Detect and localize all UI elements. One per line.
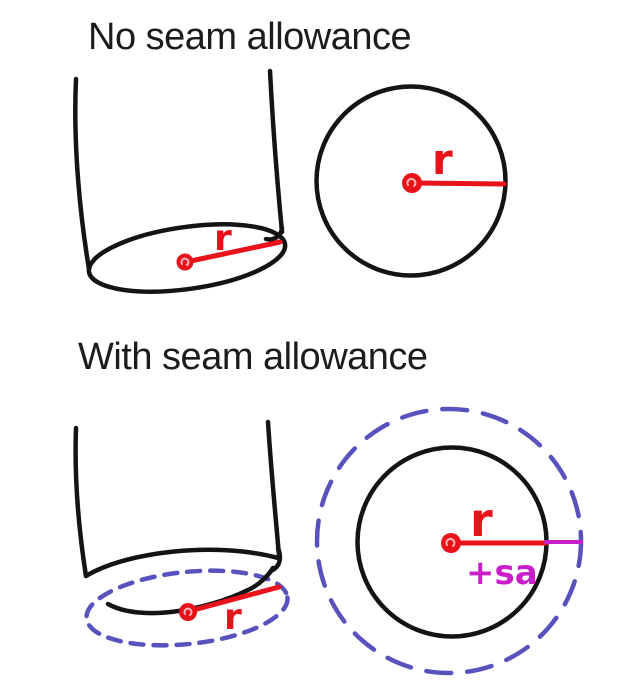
figure-circle-with-seam: r +sa: [314, 406, 584, 676]
base-circle: [314, 84, 508, 278]
radius-label: r: [214, 218, 232, 259]
cylinder-wall-left: [73, 425, 89, 579]
seam-allowance-label: +sa: [466, 553, 538, 593]
radius-line: [183, 239, 283, 265]
seam-allowance-ellipse: [84, 568, 290, 648]
cylinder-wall-right-hook: [263, 225, 285, 242]
center-dot: [402, 173, 422, 193]
figure-cylinder-with-seam: r: [73, 419, 290, 648]
radius-label: r: [432, 135, 453, 184]
center-dot: [176, 253, 194, 271]
section-title-with-seam: With seam allowance: [78, 336, 428, 378]
section-title-no-seam: No seam allowance: [88, 16, 412, 58]
figure-cylinder-no-seam: r: [73, 68, 288, 294]
center-dot: [179, 603, 197, 621]
figure-circle-no-seam: r: [314, 84, 508, 278]
radius-line: [413, 180, 507, 187]
center-dot-highlight: [406, 177, 417, 187]
cylinder-wall-right: [265, 419, 282, 559]
cylinder-wall-right: [267, 68, 285, 235]
radius-line: [187, 584, 282, 614]
radius-label: r: [224, 597, 242, 638]
cylinder-base-ellipse: [86, 222, 288, 294]
center-dot-highlight: [183, 607, 193, 616]
cylinder-wall-left: [73, 76, 92, 272]
center-dot-highlight: [445, 537, 456, 547]
radius-label: r: [470, 493, 493, 547]
stitch-line-arc: [105, 565, 276, 616]
center-dot: [441, 533, 461, 553]
center-dot-highlight: [180, 257, 190, 266]
cylinder-bottom-edge: [83, 547, 281, 579]
